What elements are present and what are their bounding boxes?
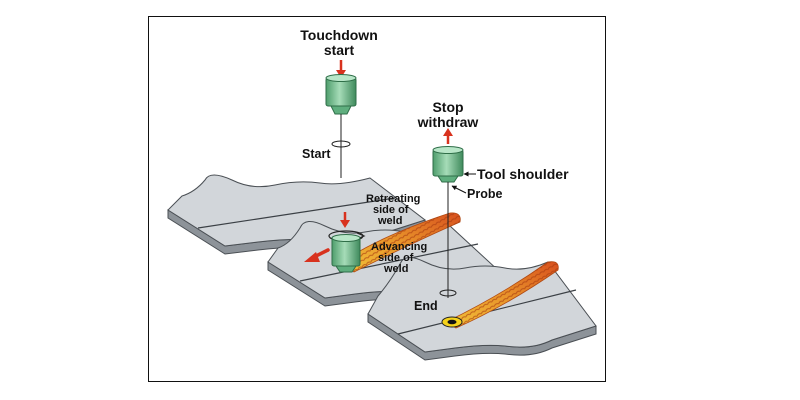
label-advancing-line1: Advancing [371, 241, 427, 253]
label-retreating-line1: Retreating [366, 193, 420, 205]
plate-finished [367, 257, 597, 361]
leader-probe [451, 185, 467, 194]
label-advancing-line2: side of [378, 252, 414, 264]
tool-touchdown [325, 60, 357, 178]
label-tool-shoulder: Tool shoulder [477, 166, 569, 182]
label-end: End [414, 299, 438, 313]
cylindrical-tool-icon [325, 77, 357, 107]
tool-traversing [304, 212, 366, 273]
label-probe: Probe [467, 187, 502, 201]
tool-withdraw [432, 128, 464, 298]
label-start: Start [302, 147, 331, 161]
cylindrical-tool-icon [331, 237, 361, 267]
label-advancing-line3: weld [383, 263, 408, 275]
plate-start-joint-line [197, 197, 396, 229]
label-stop-line1: Stop [432, 99, 463, 115]
rotation-arrow-icon [331, 140, 351, 148]
label-touchdown-line2: start [324, 42, 355, 58]
label-retreating-line3: weld [377, 215, 402, 227]
rotation-arrow-icon [439, 289, 457, 297]
label-stop-line2: withdraw [417, 114, 479, 130]
label-touchdown-line1: Touchdown [300, 27, 378, 43]
label-retreating-line2: side of [373, 204, 409, 216]
